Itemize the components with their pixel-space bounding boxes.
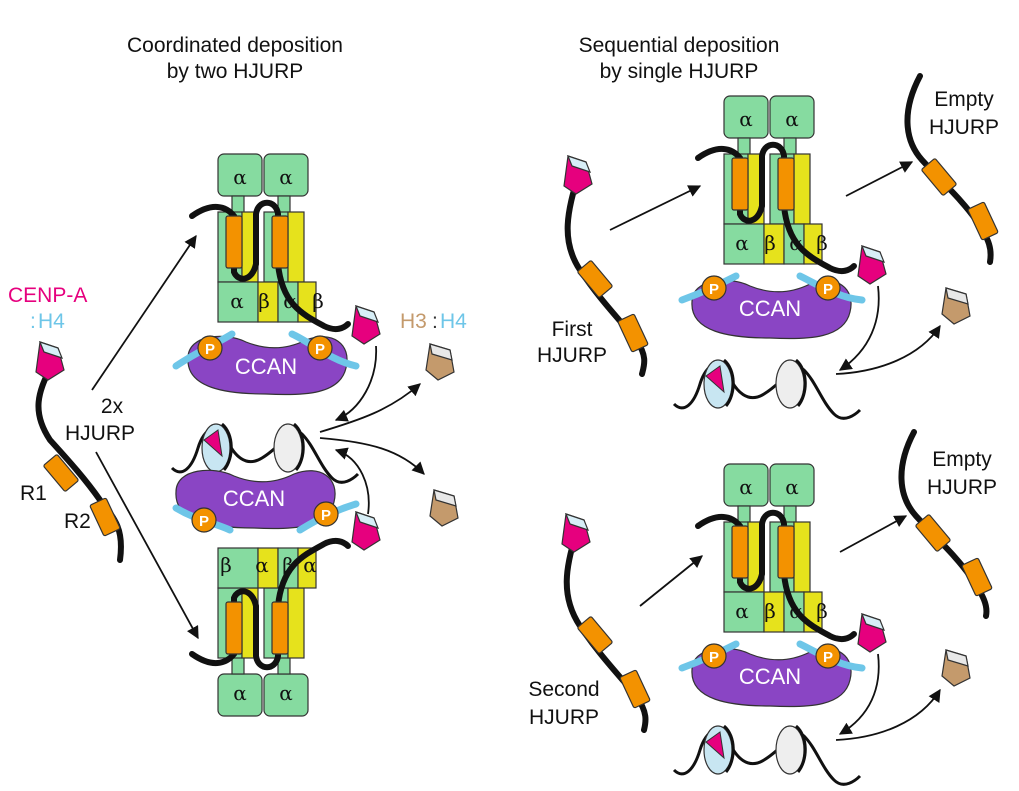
beta-label: β xyxy=(764,599,776,623)
phospho-site xyxy=(307,335,333,361)
alpha-label: α xyxy=(739,107,753,131)
alpha-label: α xyxy=(279,681,293,705)
h3-label: H3 xyxy=(400,310,427,333)
arrow-to-empty-bottom xyxy=(839,515,908,553)
cenpa-dimer xyxy=(351,305,381,345)
empty-label: Empty xyxy=(932,448,992,471)
beta-label: β xyxy=(282,553,294,577)
h3h4-dimer xyxy=(425,343,455,381)
first-label: First xyxy=(552,318,593,341)
r1-label: R1 xyxy=(20,482,47,505)
p-label: P xyxy=(315,341,325,358)
alpha-label: α xyxy=(789,599,803,623)
arrow-down-left xyxy=(95,451,199,640)
right-bottom-free-hjurp xyxy=(561,513,651,733)
right-top-nucleosomes xyxy=(672,358,862,420)
second-label: Second xyxy=(528,678,599,701)
alpha-label: α xyxy=(255,553,269,577)
h3-colon-label: : xyxy=(432,310,438,333)
left-title-line1: Coordinated deposition xyxy=(127,34,343,57)
phospho-site xyxy=(815,275,841,301)
empty-hjurp-label: HJURP xyxy=(927,476,997,499)
beta-label: β xyxy=(312,289,324,313)
p-label: P xyxy=(823,281,833,298)
ccan-label: CCAN xyxy=(223,486,285,511)
alpha-label: α xyxy=(785,475,799,499)
beta-label: β xyxy=(816,231,828,255)
empty-label: Empty xyxy=(934,88,994,111)
alpha-label: α xyxy=(230,289,244,313)
alpha-label: α xyxy=(233,681,247,705)
h4-colon-label: : xyxy=(30,310,36,333)
arrow-to-top-right-complex xyxy=(609,185,702,231)
left-top-mis18-complex xyxy=(192,154,348,329)
phospho-site xyxy=(313,501,339,527)
beta-label: β xyxy=(258,289,270,313)
first-hjurp-label: HJURP xyxy=(537,344,607,367)
h3-h4-label: H4 xyxy=(440,310,467,333)
cenpa-dimer xyxy=(351,511,381,551)
alpha-label: α xyxy=(789,231,803,255)
p-label: P xyxy=(205,341,215,358)
free-hjurp-left xyxy=(35,341,124,563)
h3h4-dimer xyxy=(941,649,971,687)
alpha-label: α xyxy=(735,231,749,255)
phospho-site xyxy=(197,335,223,361)
p-label: P xyxy=(823,649,833,666)
alpha-label: α xyxy=(739,475,753,499)
right-bottom-nucleosomes xyxy=(672,724,862,786)
right-top-mis18-complex xyxy=(698,96,854,271)
phospho-site xyxy=(701,643,727,669)
cenpa-dimer xyxy=(857,613,887,653)
ccan-label: CCAN xyxy=(739,664,801,689)
right-title-line1: Sequential deposition xyxy=(579,34,780,57)
right-title-line2: by single HJURP xyxy=(600,60,759,83)
ccan-label: CCAN xyxy=(739,296,801,321)
second-hjurp-label: HJURP xyxy=(529,706,599,729)
right-bottom-mis18-complex xyxy=(698,464,854,639)
alpha-label: α xyxy=(785,107,799,131)
alpha-label: α xyxy=(283,289,297,313)
cenpa-dimer xyxy=(857,245,887,285)
p-label: P xyxy=(709,281,719,298)
right-top-free-hjurp xyxy=(563,155,649,377)
h4-label: H4 xyxy=(38,310,65,333)
p-label: P xyxy=(321,507,331,524)
h3h4-dimer xyxy=(429,489,459,527)
cenp-a-label: CENP-A xyxy=(8,284,87,307)
beta-label: β xyxy=(220,553,232,577)
alpha-label: α xyxy=(233,165,247,189)
beta-label: β xyxy=(764,231,776,255)
ccan-label: CCAN xyxy=(235,354,297,379)
empty-hjurp-bottom xyxy=(898,429,993,619)
p-label: P xyxy=(199,513,209,530)
phospho-site xyxy=(191,507,217,533)
r2-label: R2 xyxy=(64,510,91,533)
empty-hjurp-label: HJURP xyxy=(929,116,999,139)
beta-label: β xyxy=(816,599,828,623)
phospho-site xyxy=(701,275,727,301)
empty-hjurp-top xyxy=(904,73,999,265)
arrow-to-bottom-right-complex xyxy=(639,555,703,607)
phospho-site xyxy=(815,643,841,669)
alpha-label: α xyxy=(279,165,293,189)
two-x-hjurp-label: HJURP xyxy=(65,422,135,445)
arrow-to-empty-top xyxy=(845,161,914,197)
arrow-up-left xyxy=(91,234,197,391)
p-label: P xyxy=(709,649,719,666)
left-title-line2: by two HJURP xyxy=(167,60,304,83)
left-bottom-mis18-complex xyxy=(192,541,348,716)
alpha-label: α xyxy=(735,599,749,623)
h3h4-dimer xyxy=(941,287,971,325)
alpha-label: α xyxy=(303,553,317,577)
two-x-label: 2x xyxy=(101,395,124,418)
